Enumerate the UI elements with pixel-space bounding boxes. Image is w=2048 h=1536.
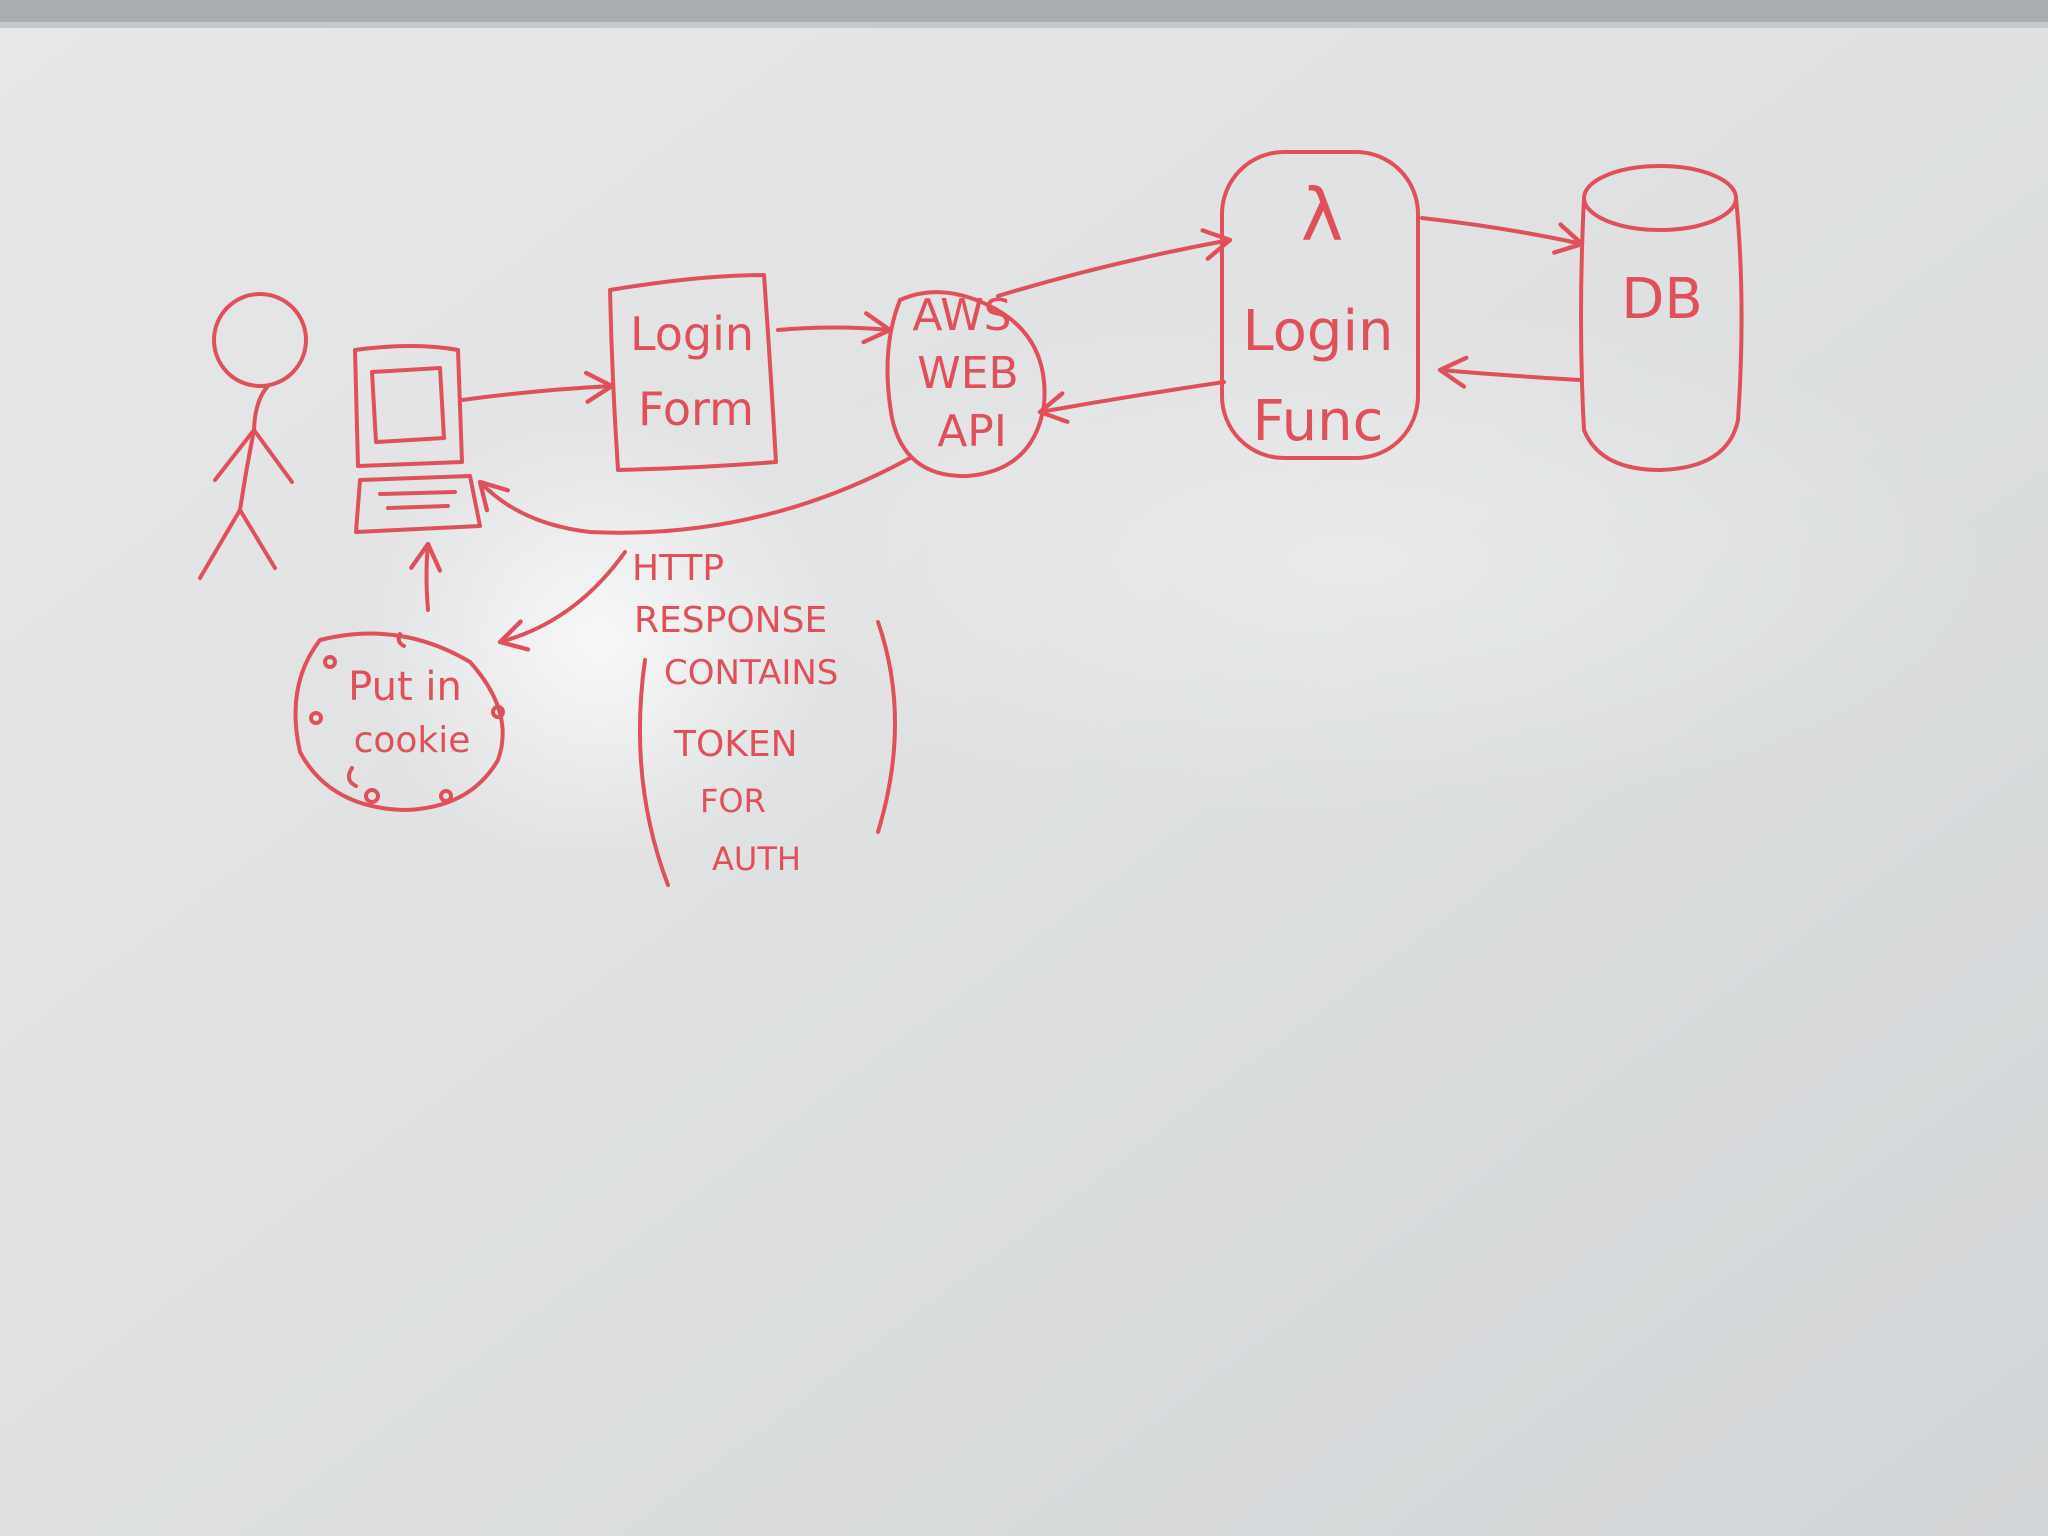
arrow-login-func-to-db — [1420, 216, 1585, 255]
arrow-computer-to-login-form — [460, 370, 615, 404]
aws-web-api-label-line3: API — [937, 406, 1007, 457]
arrow-response-to-cookie — [497, 550, 627, 652]
board-frame — [0, 0, 2048, 22]
login-func-label-line2: Func — [1253, 389, 1384, 454]
aws-web-api-label-line2: WEB — [917, 348, 1019, 399]
arrow-login-func-to-aws-api — [1037, 380, 1226, 424]
arrow-db-to-login-func — [1437, 355, 1582, 389]
http-response-note: HTTP RESPONSE CONTAINS TOKEN FOR AUTH — [632, 548, 897, 887]
db-node: DB — [1579, 164, 1744, 472]
login-form-node: Login Form — [608, 273, 778, 472]
cookie-icon — [293, 631, 505, 812]
db-label: DB — [1621, 267, 1703, 332]
database-cylinder-icon — [1579, 164, 1744, 472]
note-right-bracket — [876, 620, 897, 834]
login-func-label-line1: Login — [1242, 299, 1393, 364]
response-note-line1: HTTP — [632, 548, 724, 589]
aws-web-api-label-line1: AWS — [912, 290, 1011, 341]
cookie-label-line2: cookie — [354, 720, 471, 761]
response-note-line6: AUTH — [712, 840, 801, 878]
board-frame-shadow — [0, 22, 2048, 28]
arrow-aws-api-to-computer — [477, 456, 912, 535]
light-glare-secondary — [700, 300, 2000, 820]
login-form-box — [608, 273, 778, 472]
login-func-node: λ Login Func — [1220, 150, 1420, 460]
arrow-aws-api-to-login-func — [996, 228, 1233, 298]
aws-web-api-node: AWS WEB API — [885, 290, 1047, 479]
arrow-cookie-to-computer — [409, 541, 443, 612]
aws-web-api-shape — [885, 290, 1047, 479]
arrow-login-form-to-aws-api — [776, 311, 893, 345]
lambda-icon: λ — [1301, 173, 1344, 257]
stick-figure-icon — [198, 292, 308, 580]
response-note-line5: FOR — [700, 782, 766, 820]
computer-icon — [353, 344, 482, 534]
login-func-box — [1220, 150, 1420, 460]
response-note-line4: TOKEN — [673, 724, 798, 765]
note-left-bracket — [637, 658, 670, 887]
login-form-label-line1: Login — [630, 307, 754, 361]
response-note-line3: CONTAINS — [664, 653, 838, 693]
cookie-label-line1: Put in — [348, 664, 462, 710]
response-note-line2: RESPONSE — [634, 600, 827, 641]
connectors — [409, 216, 1585, 652]
cookie-node: Put in cookie — [293, 631, 505, 812]
login-form-label-line2: Form — [638, 382, 754, 436]
